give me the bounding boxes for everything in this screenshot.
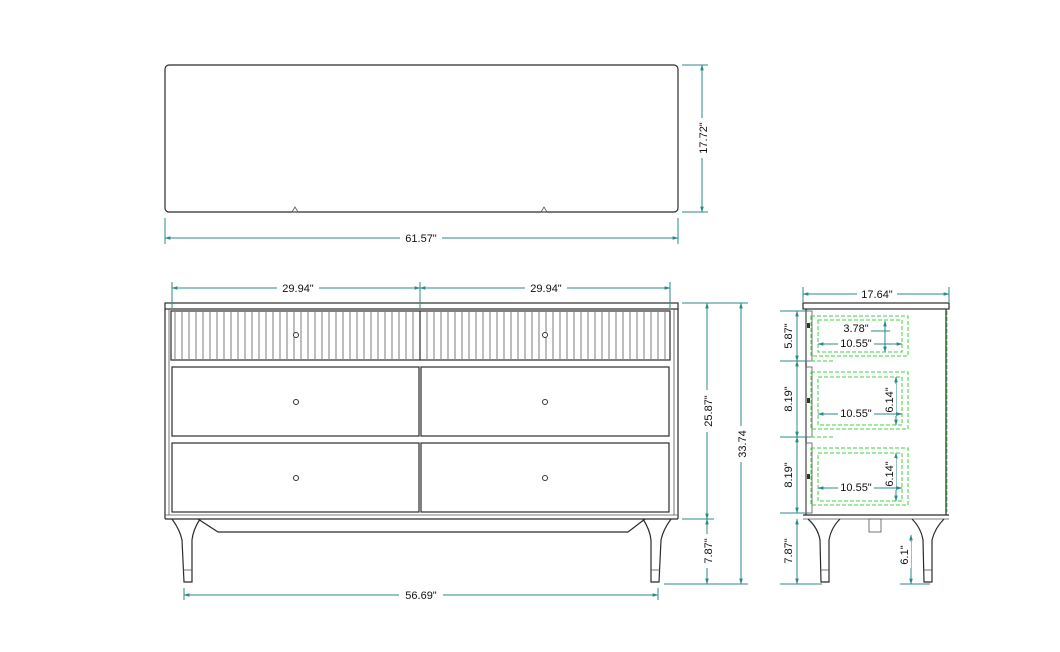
front-body-height-label: 25.87" bbox=[703, 395, 715, 427]
side-leg-inset-label: 6.1" bbox=[899, 545, 911, 564]
front-knob-bottom-left bbox=[293, 475, 299, 481]
front-leg-height-label: 7.87" bbox=[703, 538, 715, 563]
front-knob-mid-right bbox=[542, 399, 548, 405]
front-knob-bottom-right bbox=[542, 475, 548, 481]
top-view-knob-left bbox=[291, 206, 299, 213]
total-height-label: 33.74 bbox=[737, 430, 749, 458]
side-apron-block bbox=[868, 518, 882, 533]
front-top-slab bbox=[164, 302, 679, 310]
interior-bottom-height-label: 6.14" bbox=[884, 461, 896, 486]
interior-mid-height-label: 6.14" bbox=[884, 387, 896, 412]
side-bottom-drawer-height-label: 8.19" bbox=[783, 462, 795, 487]
side-depth-label: 17.64" bbox=[861, 289, 893, 301]
front-leg-right bbox=[642, 518, 672, 583]
interior-top-height-label: 3.78" bbox=[843, 323, 868, 335]
front-knob-top-left bbox=[293, 332, 299, 338]
front-drawer-width-left-label: 29.94" bbox=[282, 283, 314, 295]
side-interior-outlines bbox=[810, 311, 948, 512]
front-apron bbox=[197, 518, 646, 533]
side-top-slab bbox=[802, 302, 950, 310]
interior-top-depth-label: 10.55" bbox=[840, 338, 872, 350]
side-leg-height-label: 7.87" bbox=[783, 538, 795, 563]
top-view-knob-right bbox=[540, 206, 548, 213]
side-leg-back bbox=[911, 518, 945, 583]
interior-mid-depth-label: 10.55" bbox=[840, 408, 872, 420]
side-view: 17.64" 5.87" 8.19" 8.19" 7.87" 3.78" 10.… bbox=[780, 287, 950, 585]
top-view-outline bbox=[164, 64, 679, 213]
top-view: 61.57" 17.72" bbox=[164, 64, 710, 245]
front-knob-mid-left bbox=[293, 399, 299, 405]
side-mid-drawer-height-label: 8.19" bbox=[783, 386, 795, 411]
front-drawer-bottom-right bbox=[420, 442, 670, 513]
interior-bottom-depth-label: 10.55" bbox=[840, 482, 872, 494]
front-view: 29.94" 29.94" 25.87" 7.87" 33.74 56.69" bbox=[164, 281, 749, 602]
leg-span-label: 56.69" bbox=[405, 590, 437, 602]
front-drawer-mid-left bbox=[171, 366, 420, 437]
front-drawer-width-right-label: 29.94" bbox=[530, 283, 562, 295]
front-fluting bbox=[174, 312, 666, 359]
front-drawer-bottom-left bbox=[171, 442, 420, 513]
front-leg-left bbox=[171, 518, 201, 583]
side-top-drawer-height-label: 5.87" bbox=[783, 323, 795, 348]
top-width-label: 61.57" bbox=[405, 233, 437, 245]
front-drawer-mid-right bbox=[420, 366, 670, 437]
side-leg-front bbox=[807, 518, 841, 583]
front-knob-top-right bbox=[542, 332, 548, 338]
top-depth-label: 17.72" bbox=[698, 122, 710, 154]
